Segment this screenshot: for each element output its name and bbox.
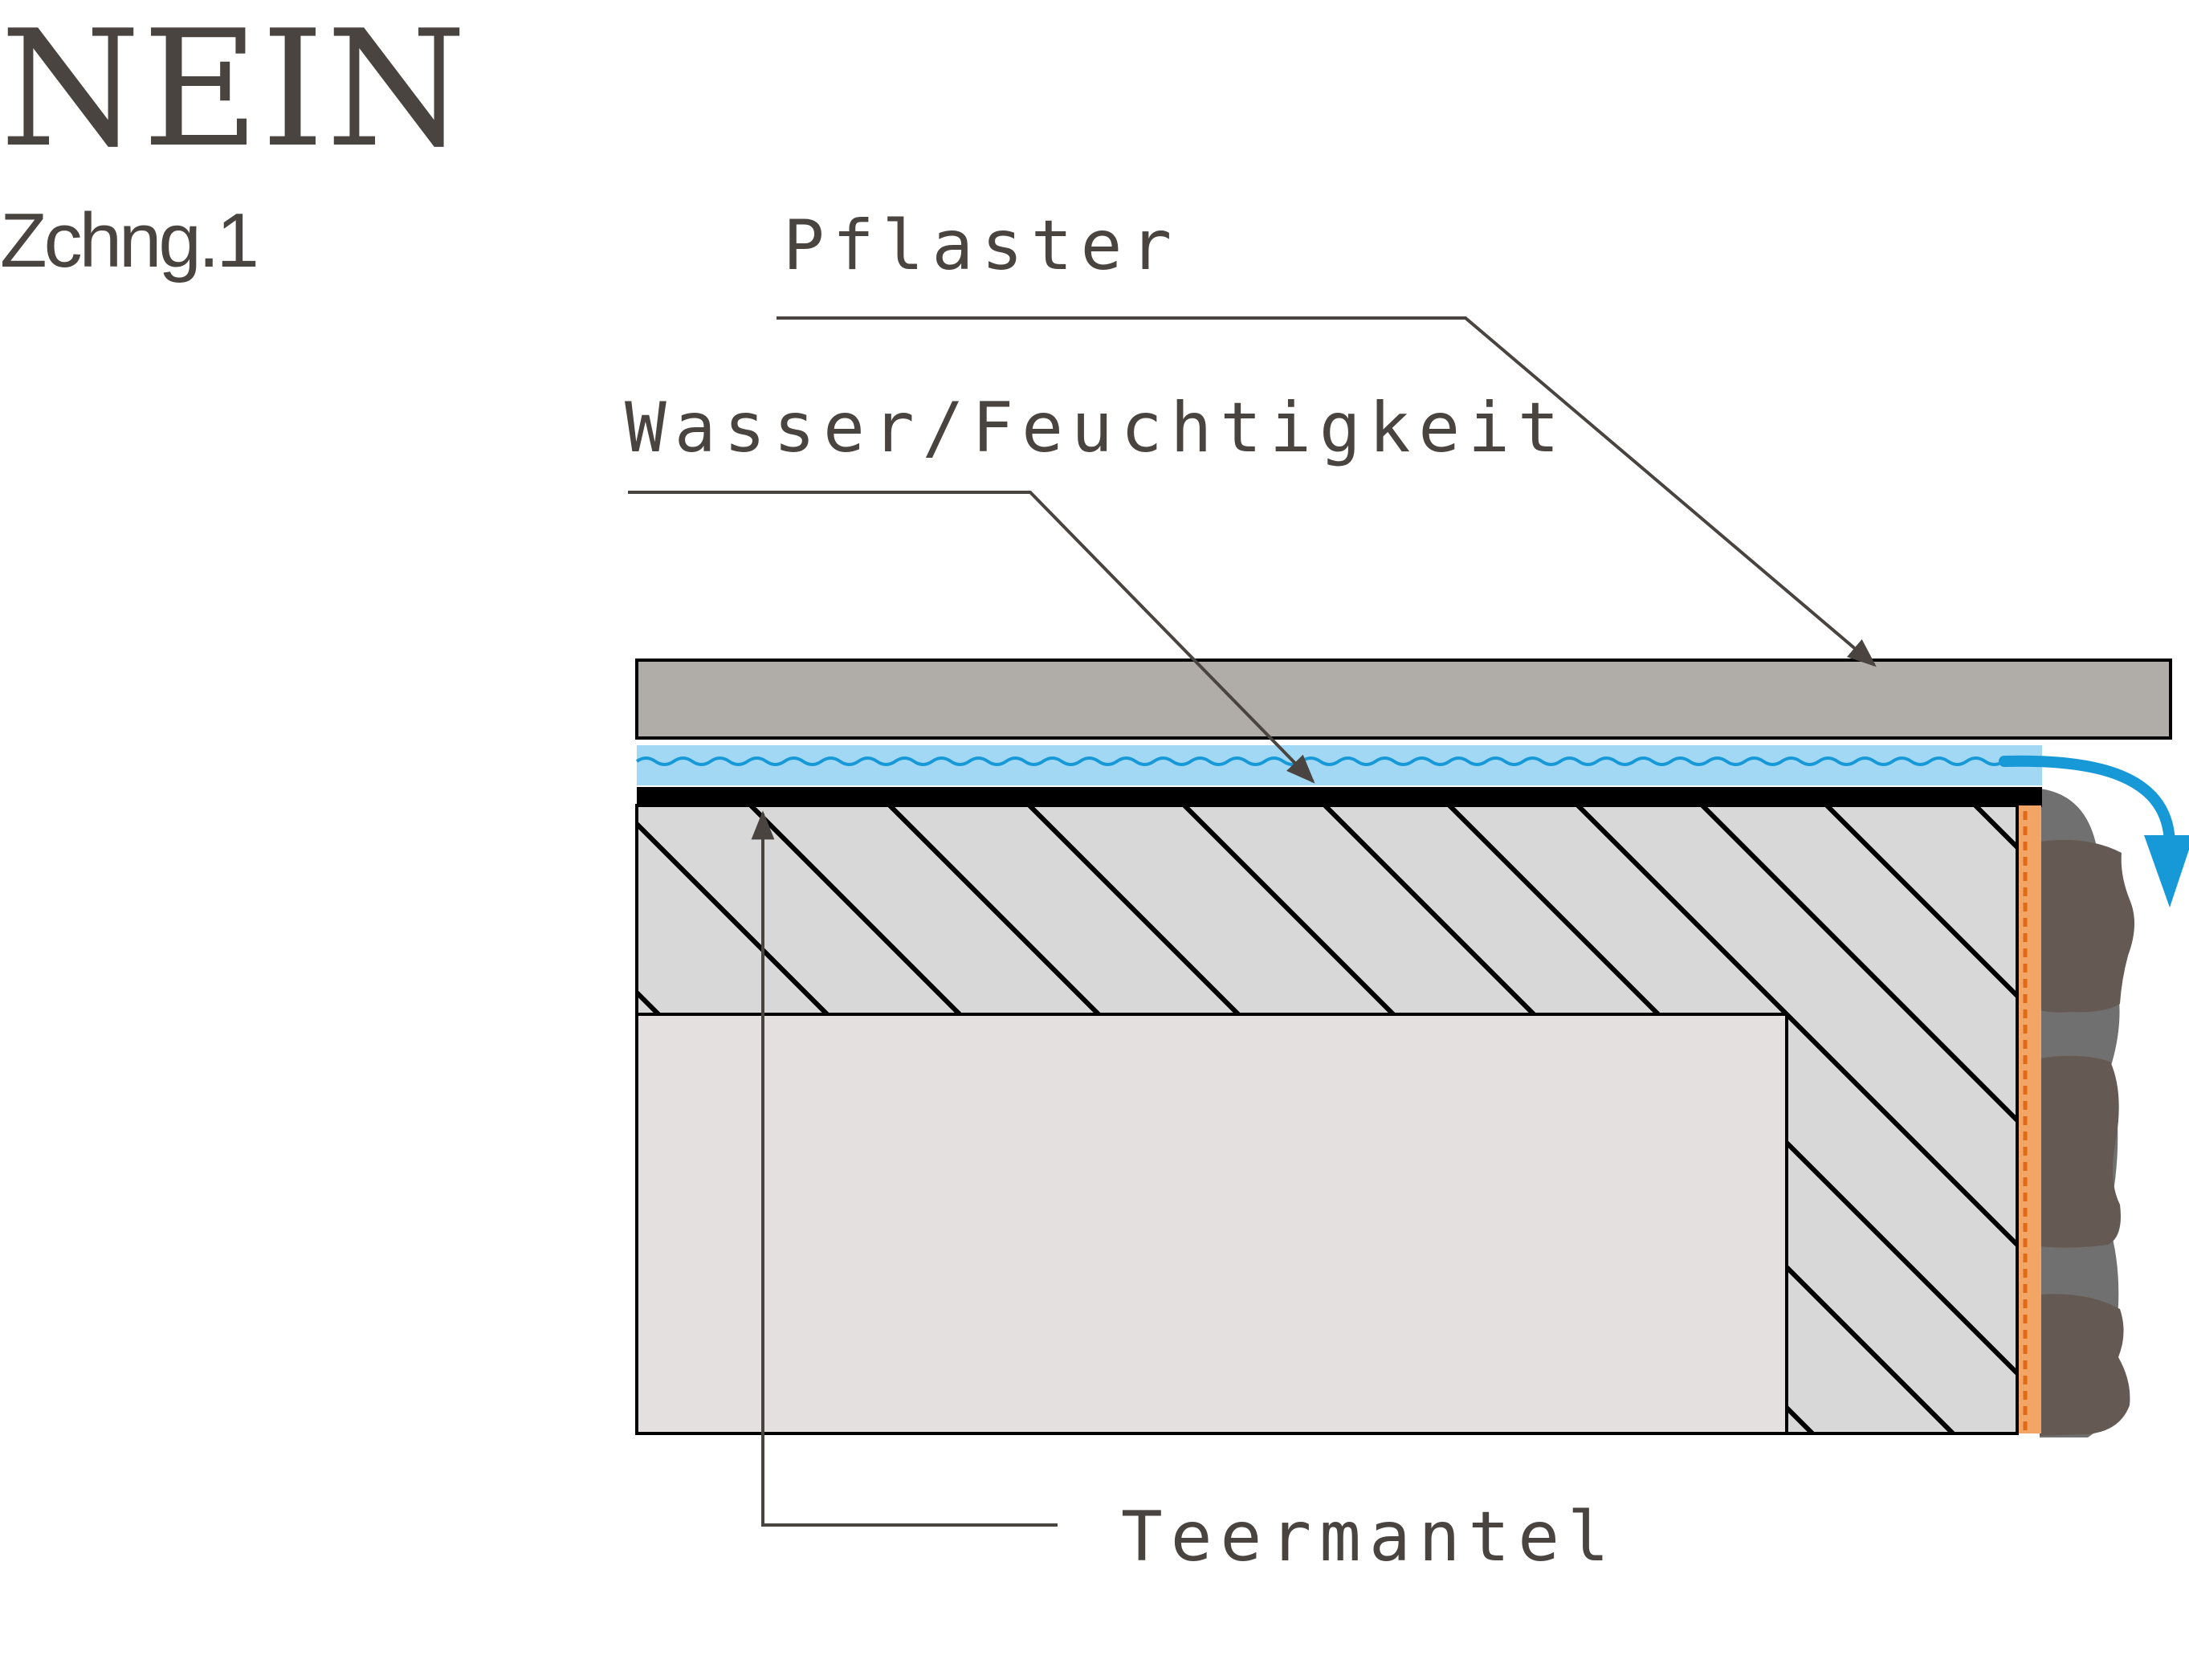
page-title: NEIN [0,0,468,183]
facade-strip-fill [2017,805,2041,1433]
label-tar-coat: Teermantel [1121,1497,1617,1577]
drain-arrow-shaft [1999,755,2175,849]
inner-block [635,1013,1788,1435]
water-wave [635,756,2042,766]
stone-2 [2040,1055,2121,1248]
curved-arrow-down-icon [1999,755,2189,907]
water-layer [635,745,2042,785]
stone-wall-icon [2040,789,2135,1437]
hatch-line-9 [1576,805,2017,1433]
drain-arrow-head [2144,835,2189,907]
hatch-line-10 [1700,805,2017,1433]
label-paving: Pflaster [783,206,1180,286]
stone-3 [2040,1294,2130,1436]
leader-paving [777,316,1877,667]
paving-slab [635,659,2172,740]
tar-layer [637,787,2042,807]
facade-strip [2016,805,2041,1433]
leader-water [628,491,1315,784]
hatch-line-11 [1824,805,2017,1433]
stone-1 [2040,839,2135,1013]
page-subtitle: Zchng.1 [0,198,256,283]
leader-tar-coat [751,810,1058,1527]
label-water: Wasser/Feuchtigkeit [625,388,1567,468]
